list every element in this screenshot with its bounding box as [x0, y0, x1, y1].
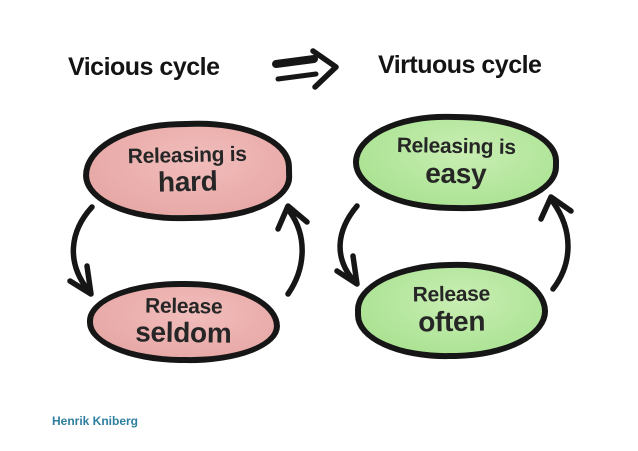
- node-releasing-is-hard: Releasing is hard: [81, 118, 294, 224]
- transition-arrow-icon: [272, 48, 339, 90]
- node-text-line1: Release: [412, 282, 491, 307]
- node-text-line2: often: [417, 305, 486, 338]
- node-text-line1: Release: [144, 294, 223, 319]
- virtuous-up-arrow-icon: [538, 194, 574, 292]
- vicious-up-arrow-icon: [275, 203, 310, 297]
- node-release-often: Release often: [354, 260, 549, 361]
- node-text-line1: Releasing is: [127, 142, 247, 168]
- virtuous-down-arrow-icon: [334, 203, 360, 287]
- vicious-cycle-title: Vicious cycle: [68, 53, 220, 81]
- node-text-line2: easy: [425, 157, 487, 190]
- vicious-down-arrow-icon: [67, 204, 95, 297]
- node-releasing-is-easy: Releasing is easy: [352, 112, 560, 213]
- virtuous-cycle-title: Virtuous cycle: [378, 51, 542, 79]
- node-text-line2: seldom: [135, 316, 232, 349]
- node-release-seldom: Release seldom: [86, 279, 281, 365]
- attribution: Henrik Kniberg: [52, 414, 139, 428]
- node-text-line1: Releasing is: [396, 134, 516, 160]
- node-text-line2: hard: [157, 165, 218, 198]
